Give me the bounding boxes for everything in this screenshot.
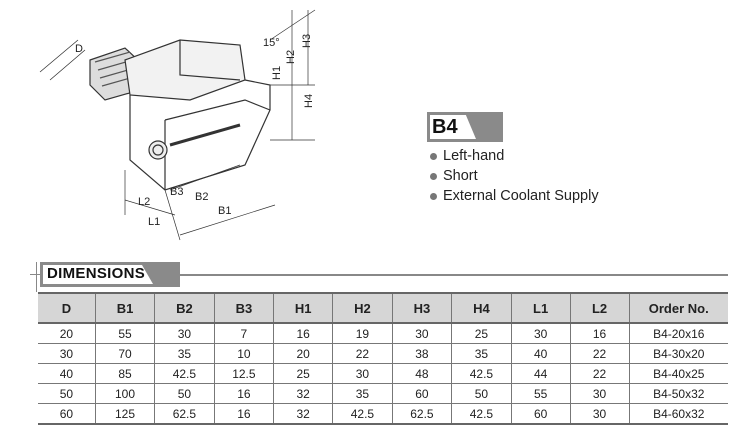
table-cell: 22	[569, 363, 630, 384]
product-code: B4	[432, 116, 458, 138]
column-header: Order No.	[628, 292, 728, 324]
table-cell: 16	[273, 323, 333, 344]
table-cell: 12.5	[213, 363, 274, 384]
table-cell: 35	[154, 343, 215, 364]
label-h2: H2	[285, 50, 297, 64]
table-cell: 30	[510, 323, 571, 344]
table-cell: 40	[510, 343, 571, 364]
table-cell: 38	[391, 343, 452, 364]
divider	[30, 274, 40, 275]
table-cell: 22	[332, 343, 393, 364]
table-cell: 22	[569, 343, 630, 364]
label-l2: L2	[138, 196, 150, 208]
table-cell: 60	[391, 383, 452, 404]
table-cell: 32	[273, 383, 333, 404]
table-cell: B4-30x20	[628, 343, 728, 364]
table-cell: 35	[332, 383, 393, 404]
table-cell: 85	[94, 363, 155, 384]
table-cell: 7	[213, 323, 274, 344]
label-b3: B3	[170, 186, 183, 198]
table-cell: 25	[273, 363, 333, 384]
product-code-tag: B4	[427, 112, 503, 142]
label-d: D	[75, 43, 83, 55]
column-header: B3	[213, 292, 274, 324]
bullet-icon	[430, 152, 437, 160]
column-header: B1	[94, 292, 155, 324]
column-header: H3	[391, 292, 452, 324]
table-cell: 50	[451, 383, 512, 404]
table-cell: 10	[213, 343, 274, 364]
table-cell: 50	[38, 383, 96, 404]
table-cell: 48	[391, 363, 452, 384]
table-cell: 16	[569, 323, 630, 344]
table-cell: 40	[38, 363, 96, 384]
divider	[180, 274, 728, 276]
table-cell: 60	[510, 403, 571, 425]
bullet-icon	[430, 172, 437, 180]
label-h3: H3	[301, 34, 313, 48]
label-h1: H1	[271, 66, 283, 80]
table-cell: 16	[213, 403, 274, 425]
table-cell: 55	[510, 383, 571, 404]
label-angle: 15°	[263, 37, 280, 49]
table-cell: 30	[38, 343, 96, 364]
table-cell: 50	[154, 383, 215, 404]
table-cell: 35	[451, 343, 512, 364]
label-b1: B1	[218, 205, 231, 217]
table-cell: 125	[94, 403, 155, 425]
label-h4: H4	[303, 94, 315, 108]
table-cell: 25	[451, 323, 512, 344]
column-header: H4	[451, 292, 512, 324]
table-cell: 42.5	[154, 363, 215, 384]
table-cell: 30	[569, 383, 630, 404]
table-cell: 30	[332, 363, 393, 384]
column-header: H1	[273, 292, 333, 324]
feature-item: Short	[430, 166, 599, 186]
table-cell: 19	[332, 323, 393, 344]
table-cell: B4-40x25	[628, 363, 728, 384]
feature-item: Left-hand	[430, 146, 599, 166]
label-l1: L1	[148, 216, 160, 228]
table-cell: 30	[391, 323, 452, 344]
table-cell: 100	[94, 383, 155, 404]
table-cell: 60	[38, 403, 96, 425]
column-header: D	[38, 292, 96, 324]
table-cell: 32	[273, 403, 333, 425]
table-cell: 42.5	[451, 363, 512, 384]
table-cell: B4-60x32	[628, 403, 728, 425]
bullet-icon	[430, 192, 437, 200]
column-header: L1	[510, 292, 571, 324]
label-b2: B2	[195, 191, 208, 203]
table-cell: 62.5	[154, 403, 215, 425]
tool-holder-drawing: D 15° H3 H2 H1 H4 L2 B3 B2 B1 L1	[39, 9, 316, 241]
column-header: H2	[332, 292, 393, 324]
table-cell: 16	[213, 383, 274, 404]
feature-item: External Coolant Supply	[430, 186, 599, 206]
table-cell: 42.5	[332, 403, 393, 425]
table-cell: B4-50x32	[628, 383, 728, 404]
table-cell: 30	[569, 403, 630, 425]
table-cell: 44	[510, 363, 571, 384]
table-cell: 30	[154, 323, 215, 344]
column-header: L2	[569, 292, 630, 324]
table-cell: 70	[94, 343, 155, 364]
column-header: B2	[154, 292, 215, 324]
divider	[36, 262, 37, 292]
feature-list: Left-hand Short External Coolant Supply	[430, 146, 599, 206]
table-cell: 20	[273, 343, 333, 364]
table-cell: 62.5	[391, 403, 452, 425]
dimensions-heading: DIMENSIONS	[40, 262, 180, 287]
table-cell: 55	[94, 323, 155, 344]
table-cell: 42.5	[451, 403, 512, 425]
table-cell: B4-20x16	[628, 323, 728, 344]
table-cell: 20	[38, 323, 96, 344]
